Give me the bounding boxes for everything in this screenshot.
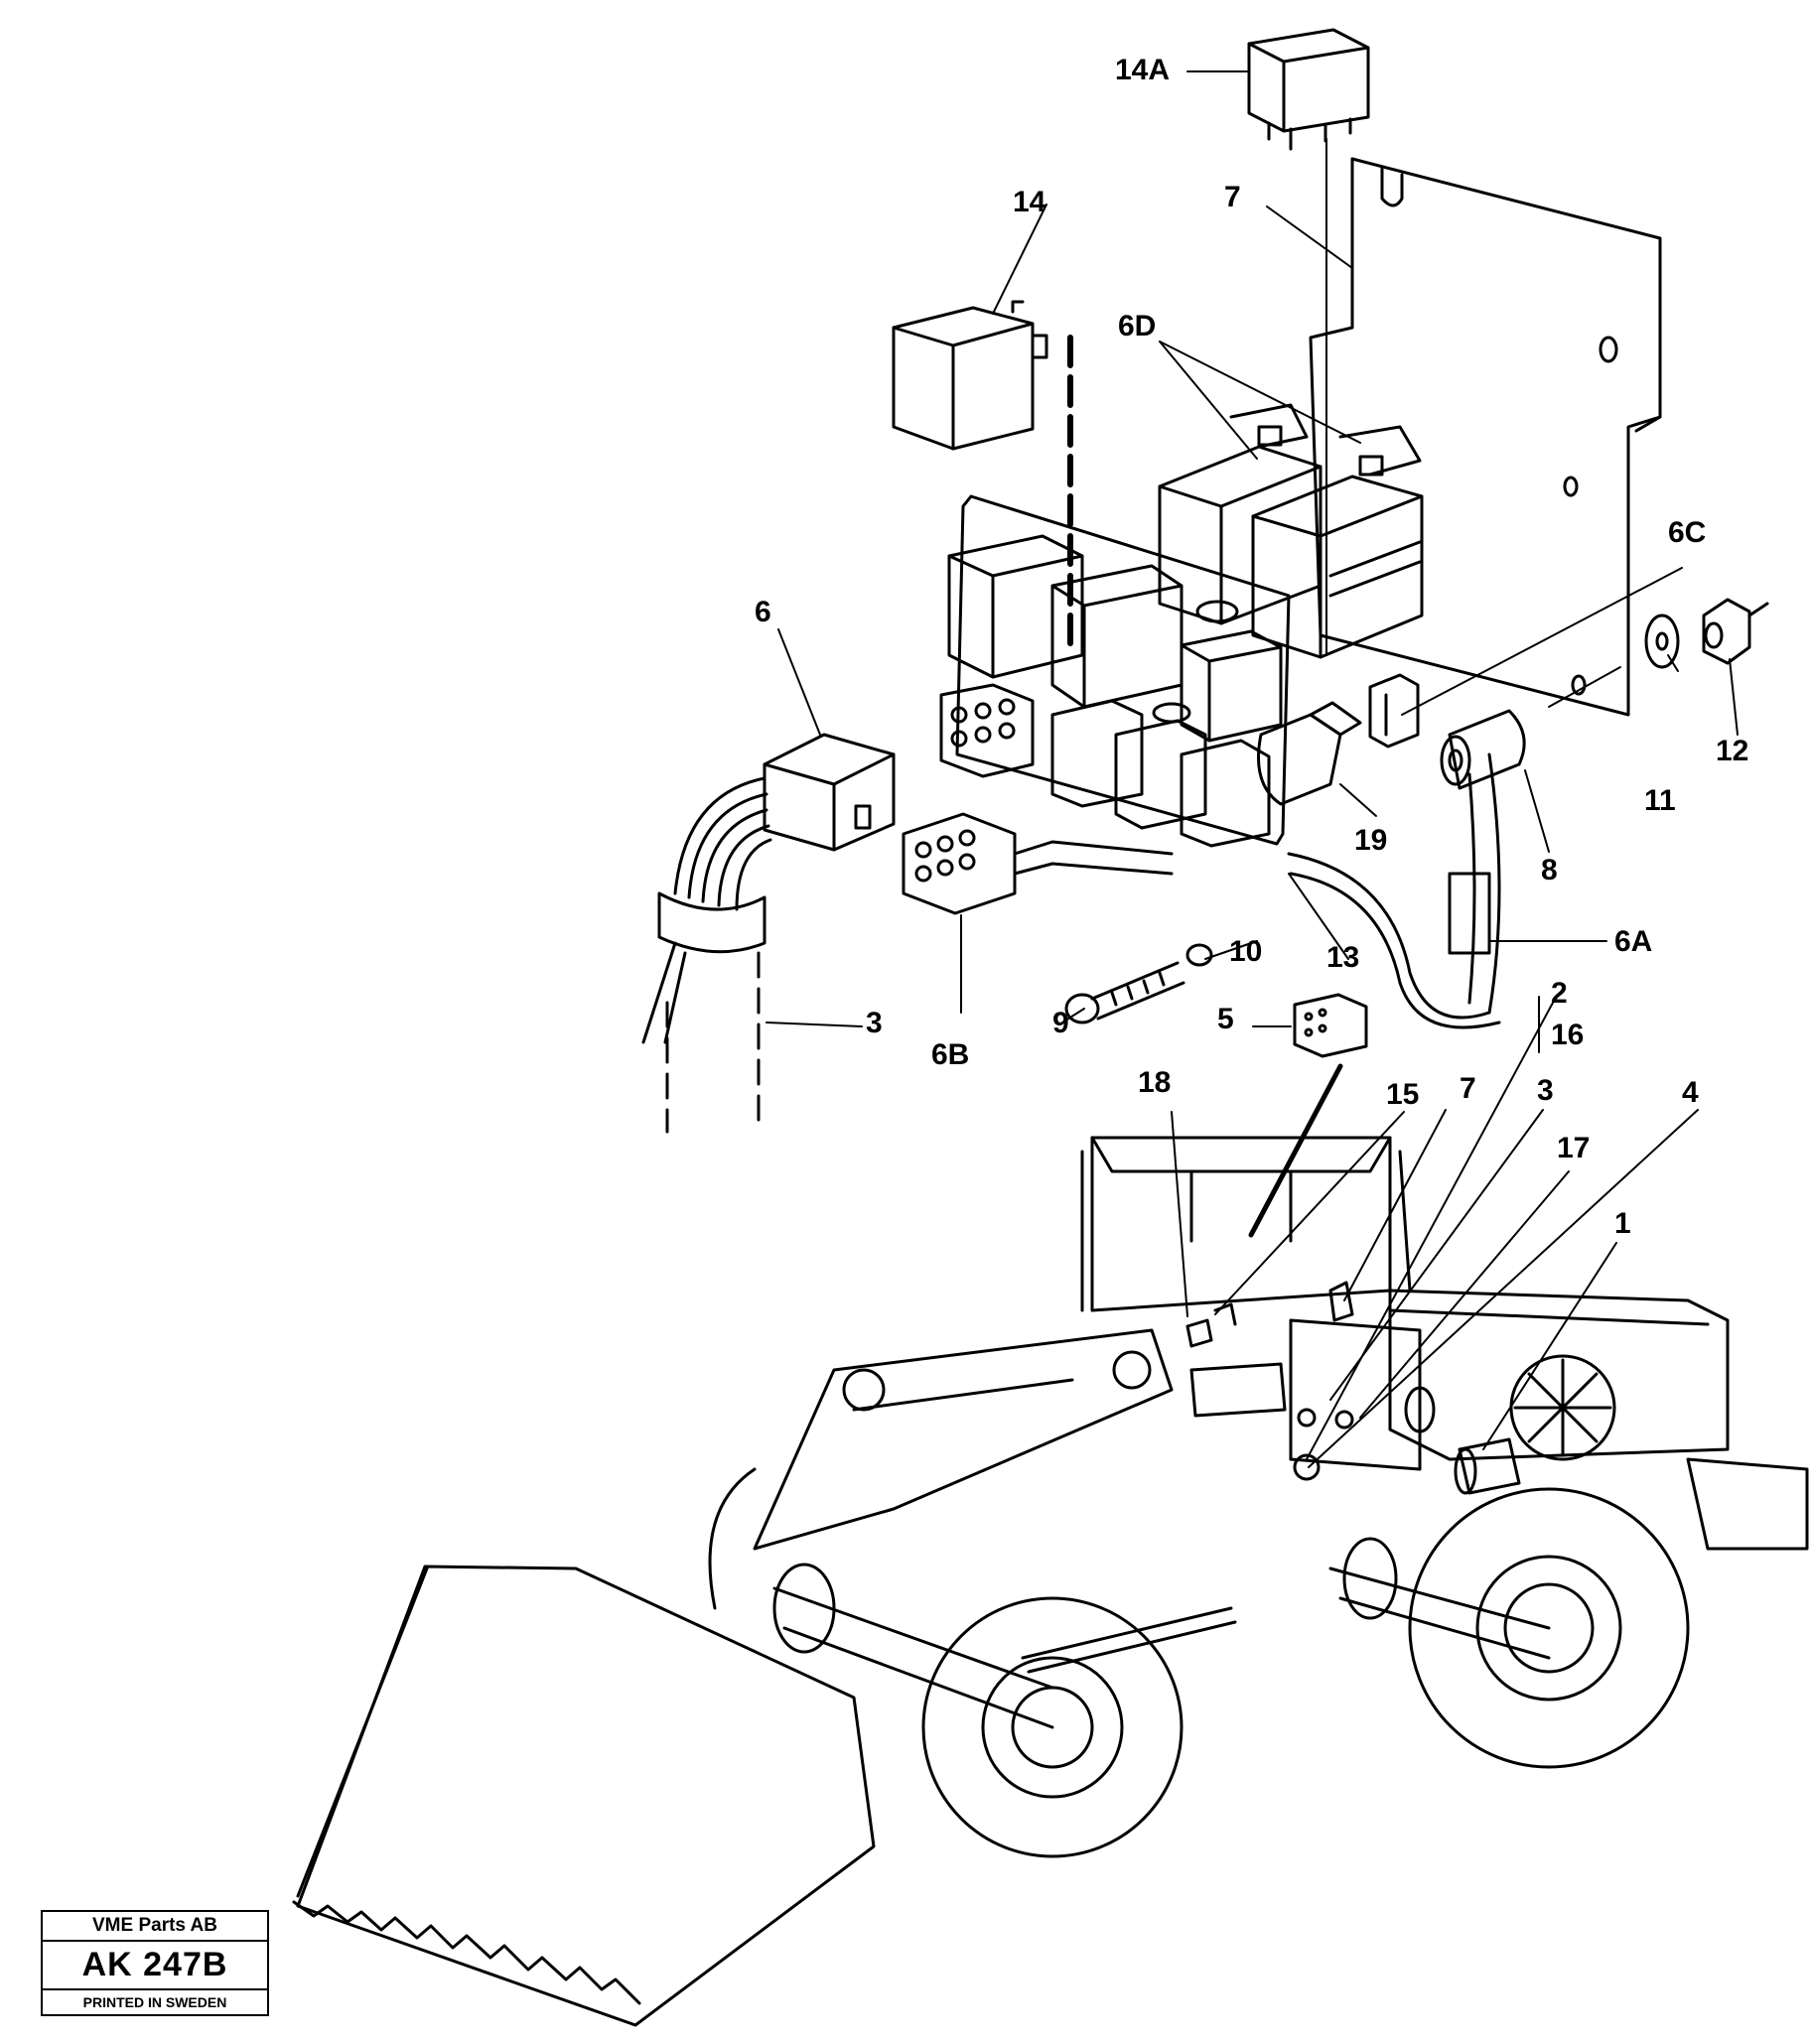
callout-14a: 14A [1115, 54, 1171, 86]
connector-5-lead [1248, 1063, 1343, 1238]
callout-16: 16 [1551, 1019, 1585, 1051]
fuse-6c [1368, 673, 1420, 749]
rear-wheel [1408, 1487, 1690, 1769]
callout-7-bottom: 7 [1460, 1072, 1476, 1105]
bucket [296, 1565, 876, 2027]
callout-8: 8 [1541, 854, 1558, 886]
callout-13: 13 [1326, 941, 1360, 974]
callout-17: 17 [1557, 1132, 1591, 1164]
callout-5: 5 [1217, 1003, 1234, 1035]
callout-9: 9 [1052, 1007, 1069, 1039]
callout-14: 14 [1013, 186, 1046, 218]
callout-3-left: 3 [866, 1007, 883, 1039]
connector-6 [763, 733, 896, 852]
callout-6c: 6C [1668, 516, 1707, 549]
connector-5 [1293, 993, 1368, 1058]
stamp-code: AK 247B [43, 1942, 267, 1990]
callout-3-bottom: 3 [1537, 1074, 1554, 1107]
callout-11: 11 [1644, 784, 1676, 817]
stamp-company: VME Parts AB [43, 1912, 267, 1942]
leader-lines [766, 70, 1739, 1468]
engine-hood [1388, 1289, 1730, 1461]
connector-6b [902, 812, 1174, 915]
callout-6d: 6D [1118, 310, 1157, 342]
bushing-8 [1440, 709, 1526, 790]
callout-19: 19 [1354, 824, 1388, 857]
relay-14a [1247, 28, 1370, 151]
drive-shaft [1021, 1606, 1237, 1674]
callout-15: 15 [1386, 1078, 1420, 1111]
callout-1: 1 [1614, 1207, 1631, 1240]
callout-6: 6 [755, 596, 771, 628]
wheel-loader [292, 1136, 1809, 2027]
nut-12 [1702, 598, 1769, 665]
boom-arm [753, 1328, 1174, 1551]
cable-6a [1287, 752, 1501, 1029]
publisher-stamp: VME Parts AB AK 247B PRINTED IN SWEDEN [41, 1910, 269, 2016]
harness-3 [641, 776, 772, 1134]
callout-2: 2 [1551, 977, 1568, 1010]
callout-7-top: 7 [1224, 181, 1241, 213]
callout-12: 12 [1716, 735, 1749, 767]
component-19 [1257, 701, 1362, 806]
relay-14 [892, 300, 1048, 451]
rear-axle [1328, 1567, 1551, 1660]
screw-9 [1064, 943, 1213, 1024]
relay-board [947, 494, 1291, 848]
electrical-box [1189, 1362, 1287, 1418]
mounting-bracket [1309, 157, 1662, 717]
callout-10: 10 [1229, 935, 1263, 968]
callout-4: 4 [1682, 1076, 1699, 1109]
callout-6a: 6A [1614, 925, 1653, 958]
front-wheel [921, 1596, 1183, 1858]
callout-6b: 6B [931, 1038, 970, 1071]
front-axle [772, 1586, 1054, 1729]
socket-6d [1158, 403, 1424, 659]
board-connector [939, 683, 1035, 778]
callout-18: 18 [1138, 1066, 1172, 1099]
washer-11 [1644, 613, 1680, 669]
stamp-printed: PRINTED IN SWEDEN [82, 1994, 227, 2010]
